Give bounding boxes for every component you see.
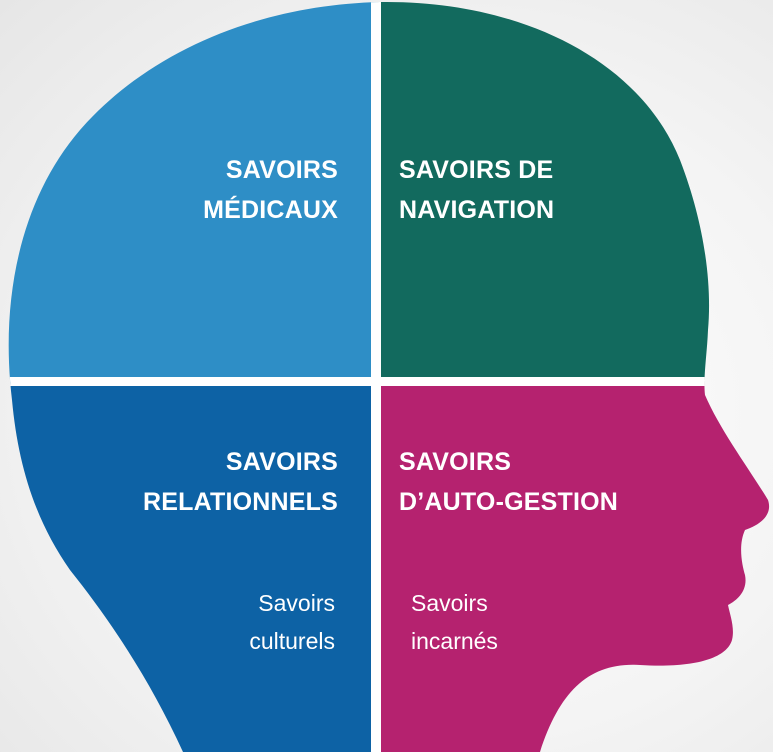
sublabel-line: Savoirs bbox=[258, 590, 335, 616]
label-line: RELATIONNELS bbox=[143, 488, 338, 516]
label-line: SAVOIRS bbox=[399, 448, 512, 476]
sublabel-line: culturels bbox=[249, 628, 335, 654]
sublabel-savoirs-culturels: Savoirs culturels bbox=[249, 584, 335, 660]
label-savoirs-medicaux: SAVOIRS MÉDICAUX bbox=[203, 150, 338, 230]
label-line: MÉDICAUX bbox=[203, 196, 338, 224]
sublabel-line: Savoirs bbox=[411, 590, 488, 616]
label-savoirs-de-navigation: SAVOIRS DE NAVIGATION bbox=[399, 150, 554, 230]
label-line: SAVOIRS bbox=[225, 448, 338, 476]
label-line: NAVIGATION bbox=[399, 196, 555, 224]
vertical-divider bbox=[371, 1, 381, 752]
quadrant-bottom-left bbox=[8, 382, 377, 752]
label-savoirs-relationnels: SAVOIRS RELATIONNELS bbox=[143, 442, 338, 522]
horizontal-divider bbox=[8, 377, 770, 386]
sublabel-savoirs-incarnes: Savoirs incarnés bbox=[411, 584, 498, 660]
label-line: D’AUTO-GESTION bbox=[399, 488, 619, 516]
label-savoirs-auto-gestion: SAVOIRS D’AUTO-GESTION bbox=[399, 442, 618, 522]
quadrant-bottom-right bbox=[377, 382, 770, 752]
sublabel-line: incarnés bbox=[411, 628, 498, 654]
label-line: SAVOIRS DE bbox=[399, 156, 554, 184]
label-line: SAVOIRS bbox=[225, 156, 338, 184]
